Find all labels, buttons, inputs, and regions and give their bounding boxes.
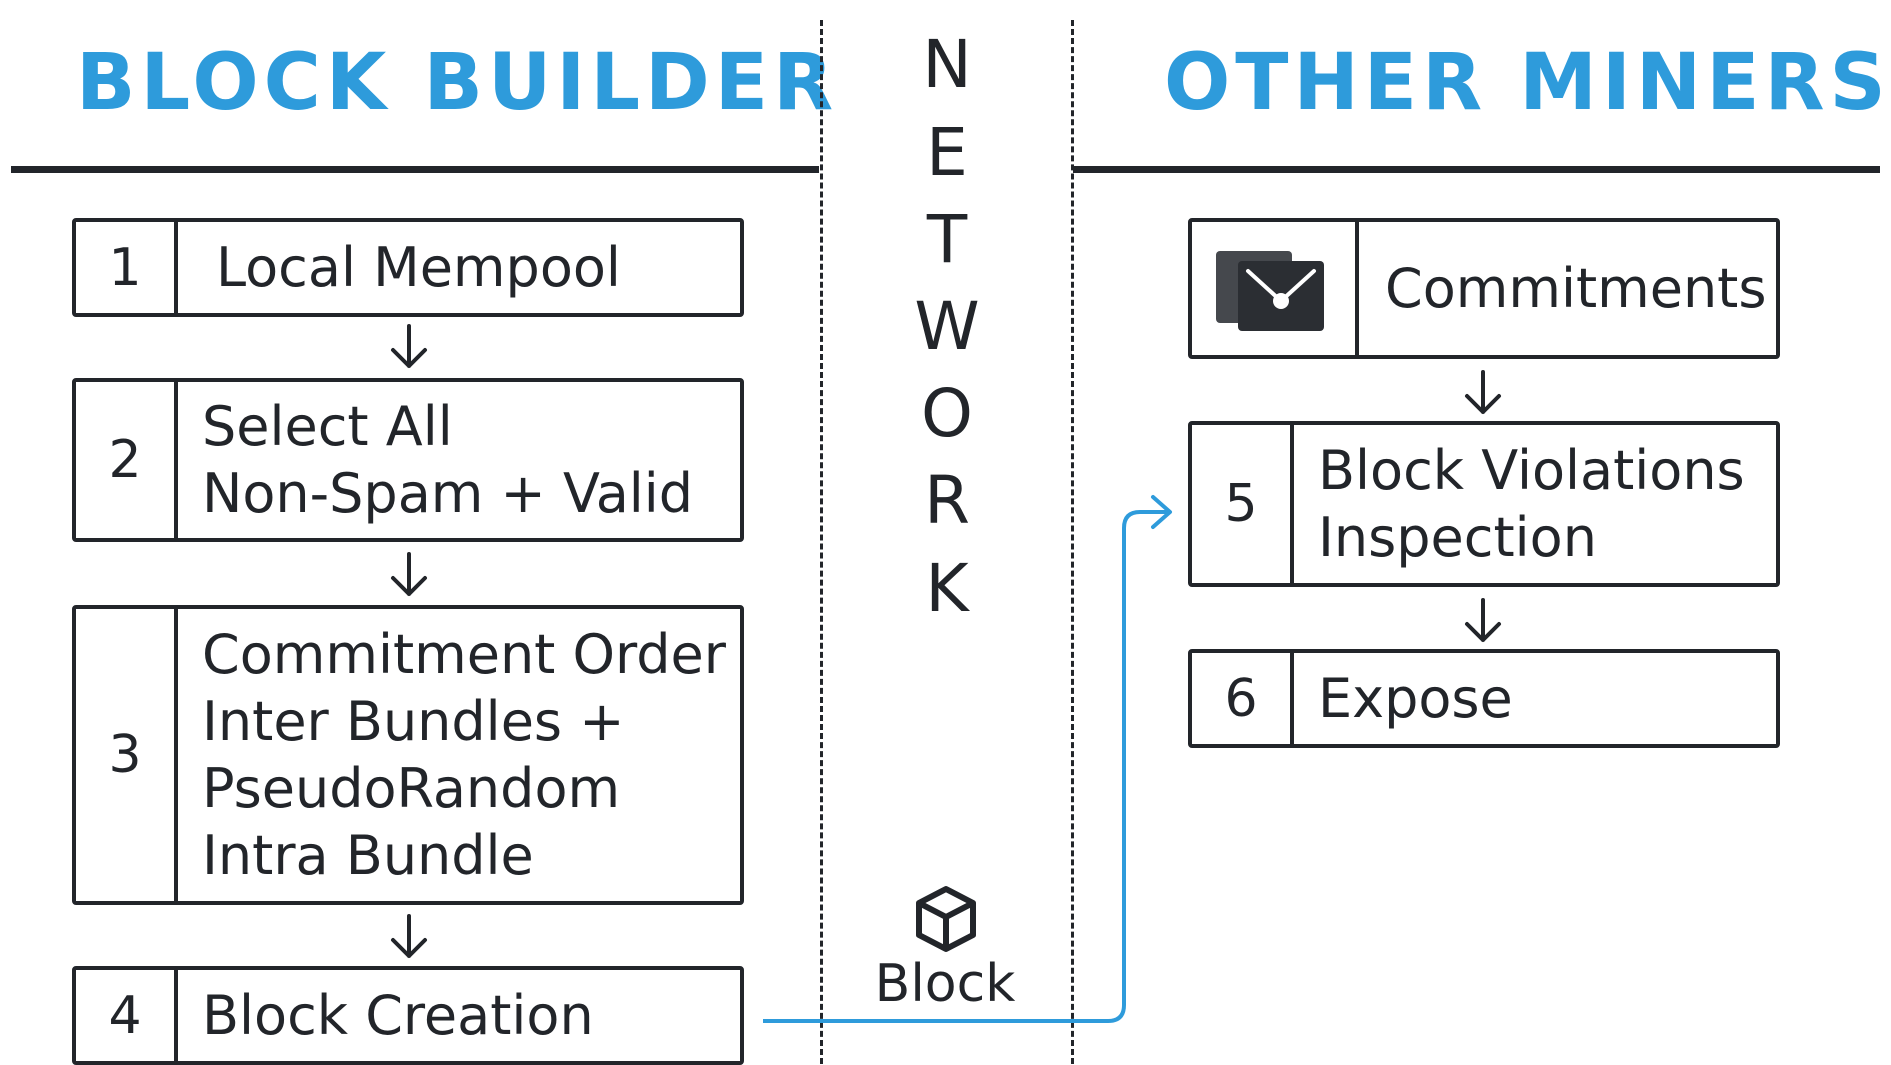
step-commitment-order: 3 Commitment Order Inter Bundles + Pseud… bbox=[72, 605, 744, 905]
step-block-creation: 4 Block Creation bbox=[72, 966, 744, 1065]
step-number: 4 bbox=[76, 970, 178, 1061]
step-label: Local Mempool bbox=[178, 222, 740, 313]
step-label-line: Local Mempool bbox=[216, 236, 621, 299]
network-boundary-right bbox=[1071, 20, 1074, 1064]
commitments-label-line: Commitments bbox=[1385, 257, 1767, 320]
step-local-mempool: 1 Local Mempool bbox=[72, 218, 744, 317]
step-label-line: Expose bbox=[1318, 667, 1513, 730]
down-arrow-icon bbox=[391, 552, 427, 596]
step-label-line: Commitment Order bbox=[202, 623, 726, 686]
down-arrow-icon bbox=[1465, 370, 1501, 414]
block-builder-divider bbox=[11, 166, 819, 173]
step-label-line: Select All bbox=[202, 395, 453, 458]
other-miners-divider bbox=[1073, 166, 1880, 173]
cube-icon bbox=[916, 886, 976, 952]
step-label-line: PseudoRandom bbox=[202, 757, 621, 820]
network-letter: T bbox=[926, 201, 968, 278]
down-arrow-icon bbox=[391, 324, 427, 368]
network-letter: E bbox=[926, 114, 968, 191]
network-letter: O bbox=[921, 375, 973, 452]
step-label: Expose bbox=[1294, 653, 1776, 744]
step-label: Commitment Order Inter Bundles + PseudoR… bbox=[178, 609, 740, 901]
step-label-line: Block Creation bbox=[202, 984, 594, 1047]
step-block-violations: 5 Block Violations Inspection bbox=[1188, 421, 1780, 587]
step-label-line: Inspection bbox=[1318, 506, 1597, 569]
network-letter: W bbox=[914, 288, 980, 365]
down-arrow-icon bbox=[391, 914, 427, 958]
block-label: Block bbox=[874, 954, 1016, 1014]
network-letter: K bbox=[925, 550, 969, 627]
down-arrow-icon bbox=[1465, 598, 1501, 642]
block-builder-heading: BLOCK BUILDER bbox=[76, 38, 839, 128]
step-label-line: Block Violations bbox=[1318, 439, 1745, 502]
other-miners-heading: OTHER MINERS bbox=[1164, 38, 1891, 128]
commitments-icon-cell bbox=[1192, 222, 1359, 355]
network-letter: N bbox=[922, 26, 972, 103]
step-number: 6 bbox=[1192, 653, 1294, 744]
step-expose: 6 Expose bbox=[1188, 649, 1780, 748]
step-number: 5 bbox=[1192, 425, 1294, 583]
step-label-line: Inter Bundles + bbox=[202, 690, 625, 753]
step-label: Block Violations Inspection bbox=[1294, 425, 1776, 583]
commitments-label: Commitments bbox=[1359, 222, 1776, 355]
step-number: 2 bbox=[76, 382, 178, 538]
network-boundary-left bbox=[820, 20, 823, 1064]
step-label-line: Intra Bundle bbox=[202, 824, 534, 887]
step-number: 1 bbox=[76, 222, 178, 313]
step-number: 3 bbox=[76, 609, 178, 901]
network-letter: R bbox=[924, 462, 970, 539]
step-label: Select All Non-Spam + Valid bbox=[178, 382, 740, 538]
envelope-icon bbox=[1216, 251, 1324, 331]
step-select-valid: 2 Select All Non-Spam + Valid bbox=[72, 378, 744, 542]
step-label: Block Creation bbox=[178, 970, 740, 1061]
step-label-line: Non-Spam + Valid bbox=[202, 462, 694, 525]
